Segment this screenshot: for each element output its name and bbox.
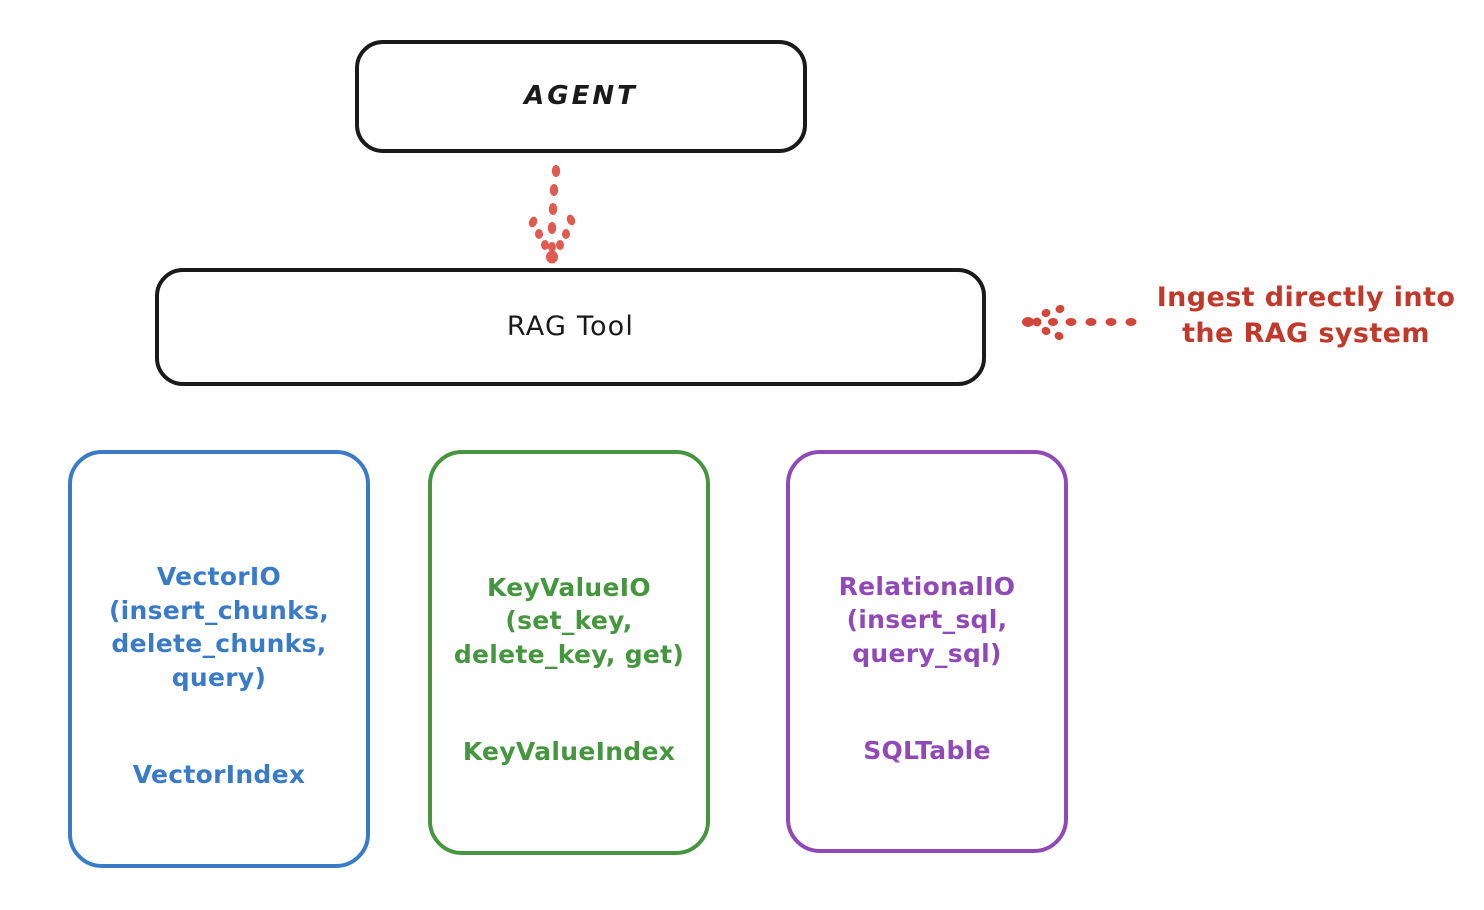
node-keyvalue-io-api: KeyValueIO (set_key, delete_key, get) bbox=[453, 572, 685, 669]
node-relational-io[interactable]: RelationalIO (insert_sql, query_sql) SQL… bbox=[786, 450, 1068, 853]
node-agent[interactable]: AGENT bbox=[355, 40, 807, 153]
spacer bbox=[82, 694, 356, 724]
annotation-ingest: Ingest directly into the RAG system bbox=[1156, 282, 1456, 349]
node-vector-io-api: VectorIO (insert_chunks, delete_chunks, … bbox=[108, 562, 330, 692]
node-rag-tool[interactable]: RAG Tool bbox=[155, 268, 986, 386]
ingest-to-rag-arrow bbox=[1022, 304, 1137, 341]
spacer bbox=[442, 671, 696, 701]
node-keyvalue-io-index: KeyValueIndex bbox=[462, 736, 676, 766]
node-keyvalue-io[interactable]: KeyValueIO (set_key, delete_key, get) Ke… bbox=[428, 450, 710, 855]
node-vector-io-index: VectorIndex bbox=[132, 759, 306, 789]
node-relational-io-index: SQLTable bbox=[863, 735, 991, 765]
node-vector-io[interactable]: VectorIO (insert_chunks, delete_chunks, … bbox=[68, 450, 370, 868]
spacer bbox=[800, 670, 1054, 700]
node-agent-label: AGENT bbox=[524, 81, 638, 112]
node-relational-io-api: RelationalIO (insert_sql, query_sql) bbox=[838, 571, 1016, 668]
node-rag-tool-label: RAG Tool bbox=[506, 310, 635, 342]
agent-to-rag-arrow bbox=[528, 165, 576, 264]
